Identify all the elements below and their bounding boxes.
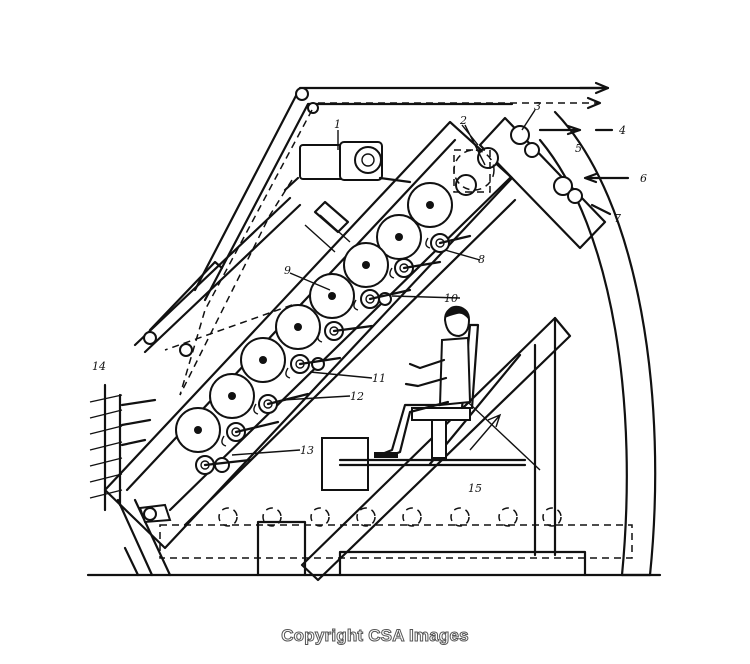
label-10: 10 — [444, 292, 458, 305]
left-rack-rungs — [89, 394, 123, 499]
label-11: 11 — [372, 372, 386, 385]
base-block — [256, 520, 307, 577]
label-2: 2 — [459, 114, 467, 127]
motor-pulley — [354, 146, 382, 174]
feed-roller-a — [510, 125, 530, 145]
top-pulley-right — [307, 102, 319, 114]
left-support-rods — [133, 196, 302, 354]
label-5: 5 — [575, 142, 582, 155]
feed-roller-d — [567, 188, 583, 204]
outlet-arrow-top — [578, 81, 610, 95]
inclined-frame-lower-rail — [168, 176, 512, 512]
housing-inner-top — [203, 102, 514, 302]
label-leaders — [231, 109, 536, 456]
motor-pulley-inner — [361, 153, 375, 167]
arrow-4 — [538, 124, 582, 136]
gripper-block — [313, 200, 350, 234]
label-1: 1 — [334, 118, 341, 131]
left-rack-feeders — [120, 398, 157, 447]
left-rack-posts — [103, 383, 122, 512]
housing-curved-back-outer — [553, 110, 657, 577]
chair-post — [431, 417, 447, 459]
label-7: 7 — [614, 212, 621, 225]
label-8: 8 — [478, 253, 485, 266]
housing-curved-back-inner — [538, 138, 628, 577]
label-6: 6 — [640, 172, 647, 185]
left-bracket — [148, 260, 224, 332]
label-12: 12 — [350, 390, 364, 403]
large-rollers — [175, 182, 453, 453]
left-foot-brace — [123, 546, 140, 577]
base-step — [338, 550, 587, 577]
feed-assembly-frame — [478, 116, 607, 250]
guide-roller-a — [477, 147, 499, 169]
guide-roller-b — [455, 174, 477, 196]
dashed-link — [164, 304, 293, 351]
dashed-return-mid — [179, 179, 293, 396]
left-pivot-2 — [179, 343, 193, 357]
conveyor-supports — [533, 316, 557, 557]
seat-brace-2 — [454, 389, 541, 471]
label-9: 9 — [284, 264, 291, 277]
base-wheels — [218, 507, 562, 527]
label-4: 4 — [618, 124, 626, 137]
label-14: 14 — [92, 360, 106, 373]
left-pivot — [143, 331, 157, 345]
left-foot-pivot — [143, 507, 157, 521]
arrow-6 — [583, 172, 630, 184]
feed-roller-c — [553, 176, 573, 196]
outlet-arrow-dashed — [586, 96, 602, 110]
label-13: 13 — [300, 444, 314, 457]
label-15: 15 — [468, 482, 482, 495]
operator-figure — [374, 305, 472, 458]
chair-seat — [411, 407, 471, 421]
dashed-return-left — [179, 109, 313, 396]
copyright-watermark: Copyright CSA Images — [281, 626, 469, 646]
base-rail — [159, 524, 633, 559]
label-3: 3 — [534, 100, 541, 113]
gripper-links — [304, 214, 351, 253]
top-pulley-left — [295, 87, 309, 101]
feed-roller-b — [524, 142, 540, 158]
roller-hooks — [221, 237, 431, 447]
arrow-7 — [590, 203, 612, 216]
arrow-15 — [469, 413, 502, 451]
